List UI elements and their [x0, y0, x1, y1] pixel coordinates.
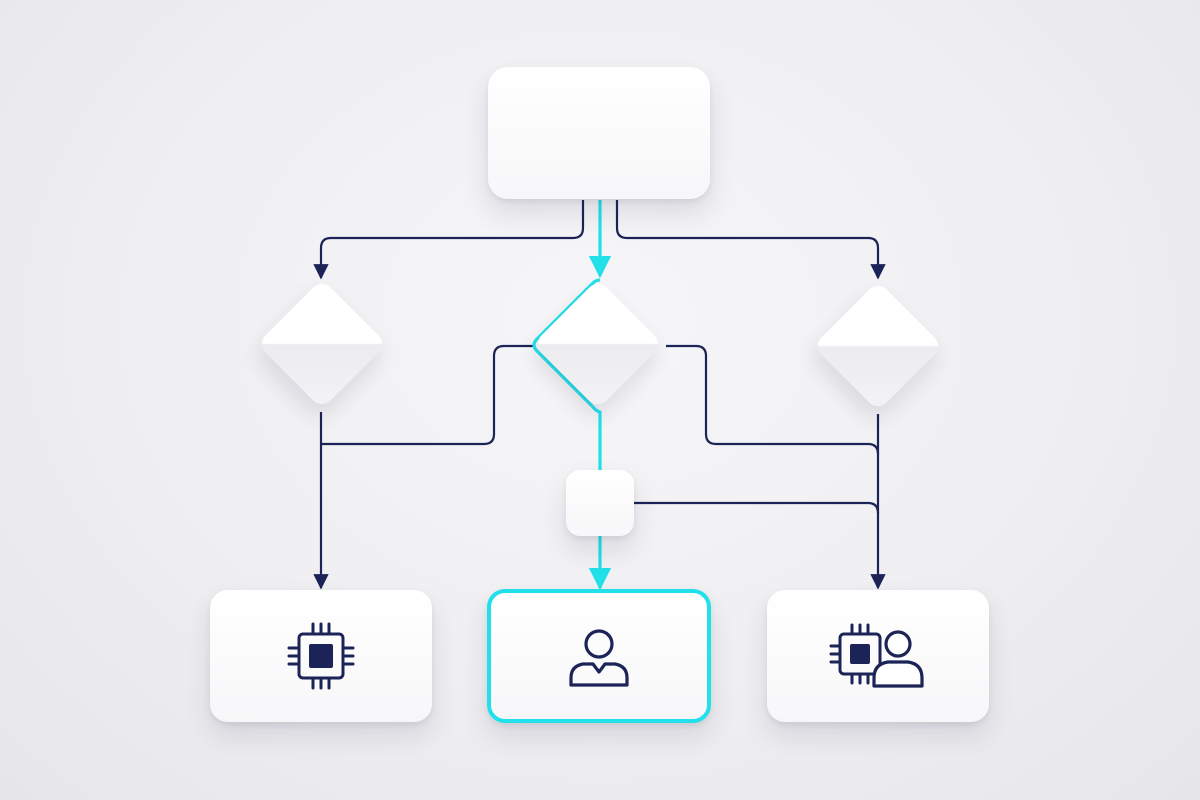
junction-node[interactable] — [566, 470, 634, 536]
outcome-node-right[interactable] — [767, 590, 989, 722]
connector-start-to-decision-left — [313, 200, 585, 280]
connector-start-to-decision-right — [615, 200, 886, 280]
highlight-connector-decision-center-outline — [532, 278, 602, 470]
outcome-node-center[interactable] — [487, 589, 711, 723]
connector-junction-to-outcome-right — [634, 501, 880, 514]
connector-decision-center-to-outcome-left — [321, 344, 533, 446]
connector-decision-center-to-outcome-right — [666, 344, 880, 455]
outcome-node-left[interactable] — [210, 590, 432, 722]
cpu-chip-and-user-icon — [829, 623, 924, 688]
start-node[interactable] — [488, 67, 710, 199]
cpu-chip-icon — [287, 622, 355, 690]
user-icon — [569, 629, 629, 687]
